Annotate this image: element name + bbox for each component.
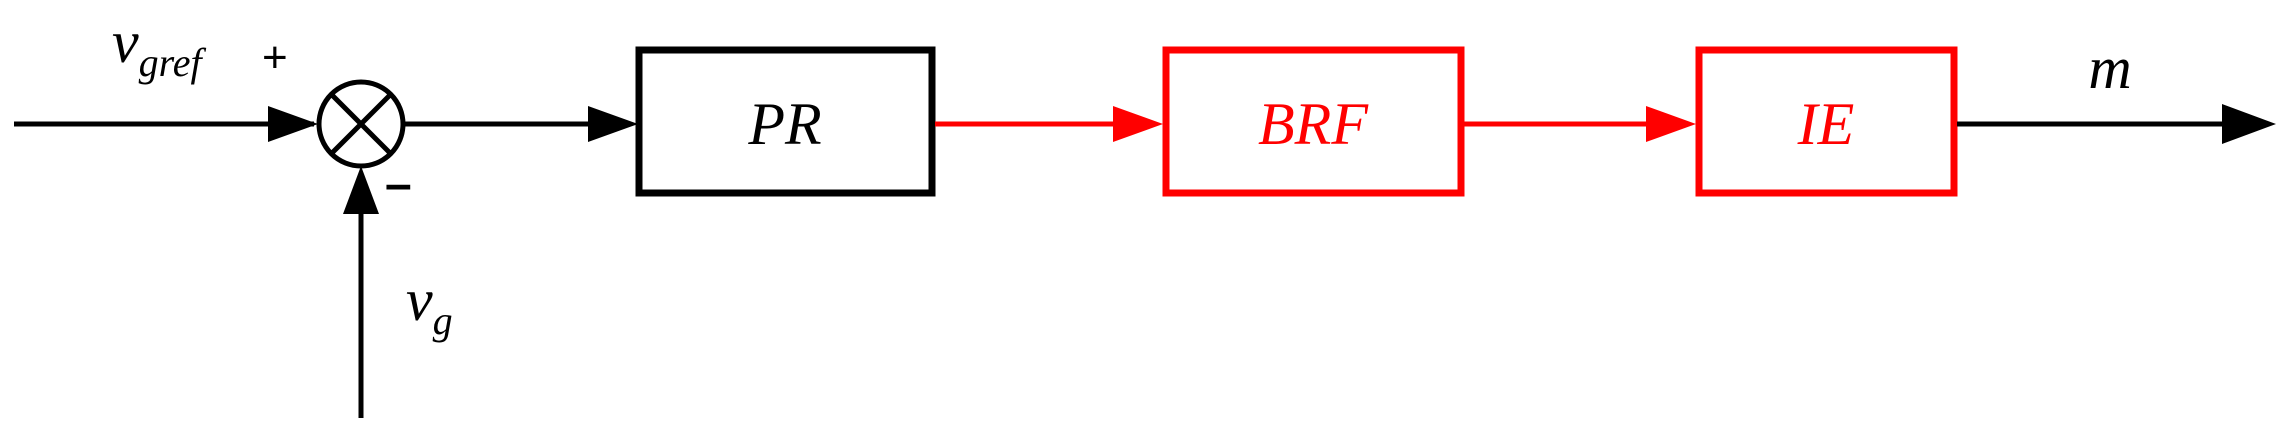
output-signal-label: m: [2088, 35, 2131, 101]
reference-input-arrowhead: [268, 106, 318, 142]
brf-block: [1162, 46, 1465, 197]
reference-signal-main: v: [112, 9, 139, 75]
plus-sign: +: [262, 33, 288, 82]
output-arrowhead: [2222, 104, 2276, 144]
pr-to-brf-arrowhead: [1113, 106, 1163, 142]
reference-signal-subscript: gref: [139, 40, 207, 85]
ie-block: [1695, 46, 1958, 197]
brf-to-ie-arrowhead: [1646, 106, 1696, 142]
brf-block-label: BRF: [1258, 91, 1369, 157]
pr-block-label: PR: [747, 91, 821, 157]
feedback-signal-main: v: [406, 267, 433, 333]
pr-block: [635, 46, 936, 197]
junction-to-pr-arrowhead: [588, 106, 638, 142]
minus-sign: –: [385, 158, 412, 211]
reference-signal-label: vgref: [112, 9, 206, 85]
feedback-signal-subscript: g: [433, 298, 453, 343]
ie-block-label: IE: [1797, 91, 1855, 157]
feedback-arrowhead: [343, 166, 379, 214]
summing-junction: [316, 79, 406, 169]
feedback-signal-label: vg: [406, 267, 453, 343]
